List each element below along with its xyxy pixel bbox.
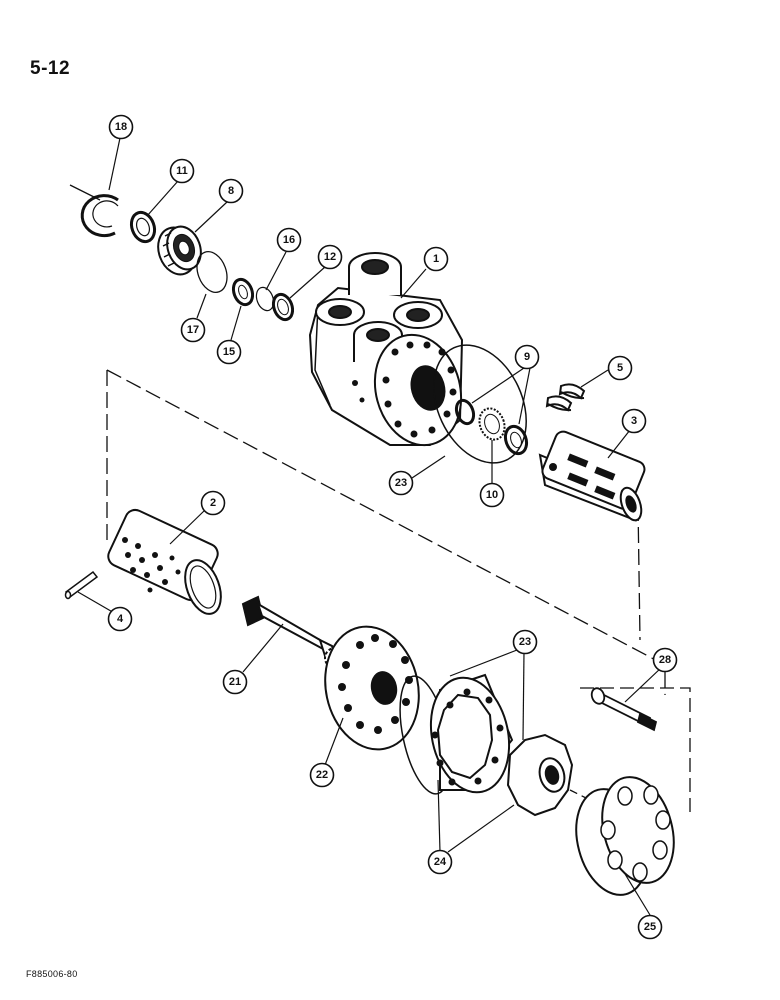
callout-23-upper: 23 — [388, 470, 414, 496]
svg-text:25: 25 — [644, 921, 656, 933]
callout-28: 28 — [652, 647, 678, 673]
callout-11: 11 — [169, 158, 195, 184]
o-ring-part — [196, 251, 228, 293]
end-cap-part — [575, 776, 675, 896]
page-number: 5-12 — [30, 58, 71, 79]
callout-5: 5 — [607, 355, 633, 381]
callout-2: 2 — [200, 490, 226, 516]
svg-text:1: 1 — [433, 253, 439, 265]
svg-text:24: 24 — [434, 856, 447, 868]
svg-text:8: 8 — [228, 185, 234, 197]
callout-21: 21 — [222, 669, 248, 695]
callout-24: 24 — [427, 849, 453, 875]
callout-4: 4 — [107, 606, 133, 632]
snap-ring-part — [80, 194, 119, 238]
svg-text:9: 9 — [524, 351, 530, 363]
svg-text:5: 5 — [617, 362, 623, 374]
callout-17: 17 — [180, 317, 206, 343]
centering-springs-part — [545, 383, 586, 412]
svg-text:18: 18 — [115, 121, 127, 133]
seal-part — [271, 292, 295, 322]
svg-text:10: 10 — [486, 489, 498, 501]
svg-text:3: 3 — [631, 415, 637, 427]
gerotor-ring-part — [429, 673, 514, 794]
callout-10: 10 — [479, 482, 505, 508]
svg-text:15: 15 — [223, 346, 235, 358]
svg-text:28: 28 — [659, 654, 671, 666]
pin-part — [64, 570, 99, 600]
svg-text:11: 11 — [176, 165, 188, 177]
o-ring-plate-part — [433, 344, 527, 464]
svg-text:23: 23 — [519, 636, 531, 648]
callout-16: 16 — [276, 227, 302, 253]
svg-text:4: 4 — [117, 613, 124, 625]
svg-text:16: 16 — [283, 234, 295, 246]
seal-ring-part — [129, 210, 157, 244]
callout-22: 22 — [309, 762, 335, 788]
callout-8: 8 — [218, 178, 244, 204]
callout-1: 1 — [423, 246, 449, 272]
callout-15: 15 — [216, 339, 242, 365]
svg-text:22: 22 — [316, 769, 328, 781]
svg-text:12: 12 — [324, 251, 336, 263]
leader-lines — [77, 137, 663, 916]
gland-part — [157, 225, 202, 276]
svg-text:2: 2 — [210, 497, 216, 509]
callout-3: 3 — [621, 408, 647, 434]
washer-part — [231, 277, 255, 307]
svg-text:21: 21 — [229, 676, 241, 688]
figure-code: F885006-80 — [26, 969, 78, 979]
housing-part — [308, 252, 464, 447]
valve-plate-part — [324, 625, 420, 751]
callout-25: 25 — [637, 914, 663, 940]
callout-23-lower: 23 — [512, 629, 538, 655]
thrust-bearing-part — [454, 398, 529, 456]
svg-text:17: 17 — [187, 324, 199, 336]
cap-screw-part — [590, 687, 658, 732]
svg-text:23: 23 — [395, 477, 407, 489]
callout-12: 12 — [317, 244, 343, 270]
spool-part — [538, 430, 646, 522]
callout-9: 9 — [514, 344, 540, 370]
callout-18: 18 — [108, 114, 134, 140]
sleeve-part — [107, 508, 222, 615]
gerotor-rotor-part — [506, 733, 574, 817]
thin-ring-part — [255, 286, 275, 312]
